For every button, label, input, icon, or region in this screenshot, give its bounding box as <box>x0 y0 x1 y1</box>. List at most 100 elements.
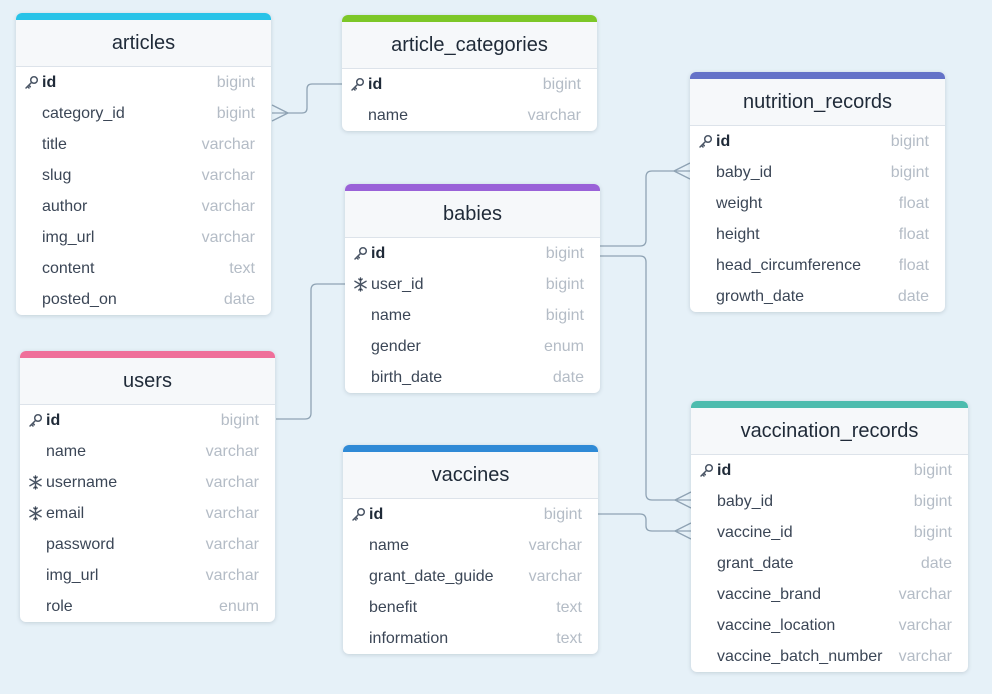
column-name: head_circumference <box>716 257 861 274</box>
column-name: growth_date <box>716 288 805 305</box>
crowfoot-vaccination-vaccine-id <box>674 522 692 540</box>
column-name: name <box>369 537 410 554</box>
crowfoot-articles-category-id <box>271 104 289 122</box>
column-type: bigint <box>545 276 584 293</box>
table-title[interactable]: vaccination_records <box>691 408 968 455</box>
column-name: vaccine_location <box>717 617 836 634</box>
column-type: varchar <box>528 568 582 585</box>
column-row[interactable]: growth_date date <box>690 281 945 312</box>
column-name: vaccine_brand <box>717 586 822 603</box>
column-type: varchar <box>205 474 259 491</box>
table-title[interactable]: articles <box>16 20 271 67</box>
table-title[interactable]: users <box>20 358 275 405</box>
column-name: category_id <box>42 105 125 122</box>
column-type: bigint <box>913 462 952 479</box>
column-row[interactable]: user_id bigint <box>345 269 600 300</box>
column-row[interactable]: baby_id bigint <box>691 486 968 517</box>
column-type: date <box>897 288 929 305</box>
column-type: bigint <box>220 412 259 429</box>
column-row[interactable]: id bigint <box>20 405 275 436</box>
column-row[interactable]: id bigint <box>690 126 945 157</box>
column-name: grant_date <box>717 555 794 572</box>
column-name: id <box>46 412 61 429</box>
column-name: vaccine_id <box>717 524 793 541</box>
column-row[interactable]: email varchar <box>20 498 275 529</box>
column-name: email <box>46 505 85 522</box>
column-name: user_id <box>371 276 424 293</box>
column-name: name <box>371 307 412 324</box>
table-title[interactable]: babies <box>345 191 600 238</box>
column-row[interactable]: vaccine_location varchar <box>691 610 968 641</box>
column-type: bigint <box>542 76 581 93</box>
column-name: id <box>42 74 57 91</box>
column-type: varchar <box>205 443 259 460</box>
column-name: username <box>46 474 118 491</box>
column-type: varchar <box>898 586 952 603</box>
table-title[interactable]: article_categories <box>342 22 597 69</box>
column-row[interactable]: username varchar <box>20 467 275 498</box>
column-row[interactable]: vaccine_brand varchar <box>691 579 968 610</box>
key-icon <box>698 126 714 157</box>
column-row[interactable]: head_circumference float <box>690 250 945 281</box>
column-name: id <box>371 245 386 262</box>
column-type: float <box>898 257 929 274</box>
column-name: baby_id <box>717 493 774 510</box>
column-type: bigint <box>913 493 952 510</box>
column-name: author <box>42 198 88 215</box>
table-color-bar <box>343 445 598 452</box>
table-title[interactable]: vaccines <box>343 452 598 499</box>
column-type: bigint <box>216 74 255 91</box>
crowfoot-nutrition-baby-id <box>673 162 691 180</box>
column-type: varchar <box>205 505 259 522</box>
column-name: id <box>716 133 731 150</box>
table-color-bar <box>16 13 271 20</box>
column-name: content <box>42 260 95 277</box>
column-type: bigint <box>890 133 929 150</box>
table-title[interactable]: nutrition_records <box>690 79 945 126</box>
column-type: varchar <box>898 648 952 665</box>
column-type: varchar <box>898 617 952 634</box>
column-row[interactable]: id bigint <box>16 67 271 98</box>
crowfoot-vaccination-baby-id <box>674 491 692 509</box>
column-type: date <box>552 369 584 386</box>
column-type: bigint <box>890 164 929 181</box>
column-name: id <box>369 506 384 523</box>
column-type: enum <box>543 338 584 355</box>
